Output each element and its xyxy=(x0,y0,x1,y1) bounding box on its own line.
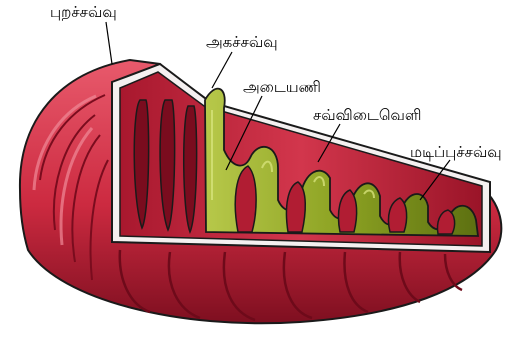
leader-inner-membrane xyxy=(212,52,232,88)
label-cristae: மடிப்புச்சவ்வு xyxy=(410,143,502,161)
label-outer-membrane: புறச்சவ்வு xyxy=(50,3,117,21)
back-wall-cristae xyxy=(134,100,196,232)
label-inner-membrane: அகச்சவ்வு xyxy=(206,33,278,51)
label-intermembrane-space: சவ்விடைவெளி xyxy=(313,106,421,124)
leader-outer-membrane xyxy=(106,22,112,64)
label-matrix: அடையணி xyxy=(243,78,321,96)
